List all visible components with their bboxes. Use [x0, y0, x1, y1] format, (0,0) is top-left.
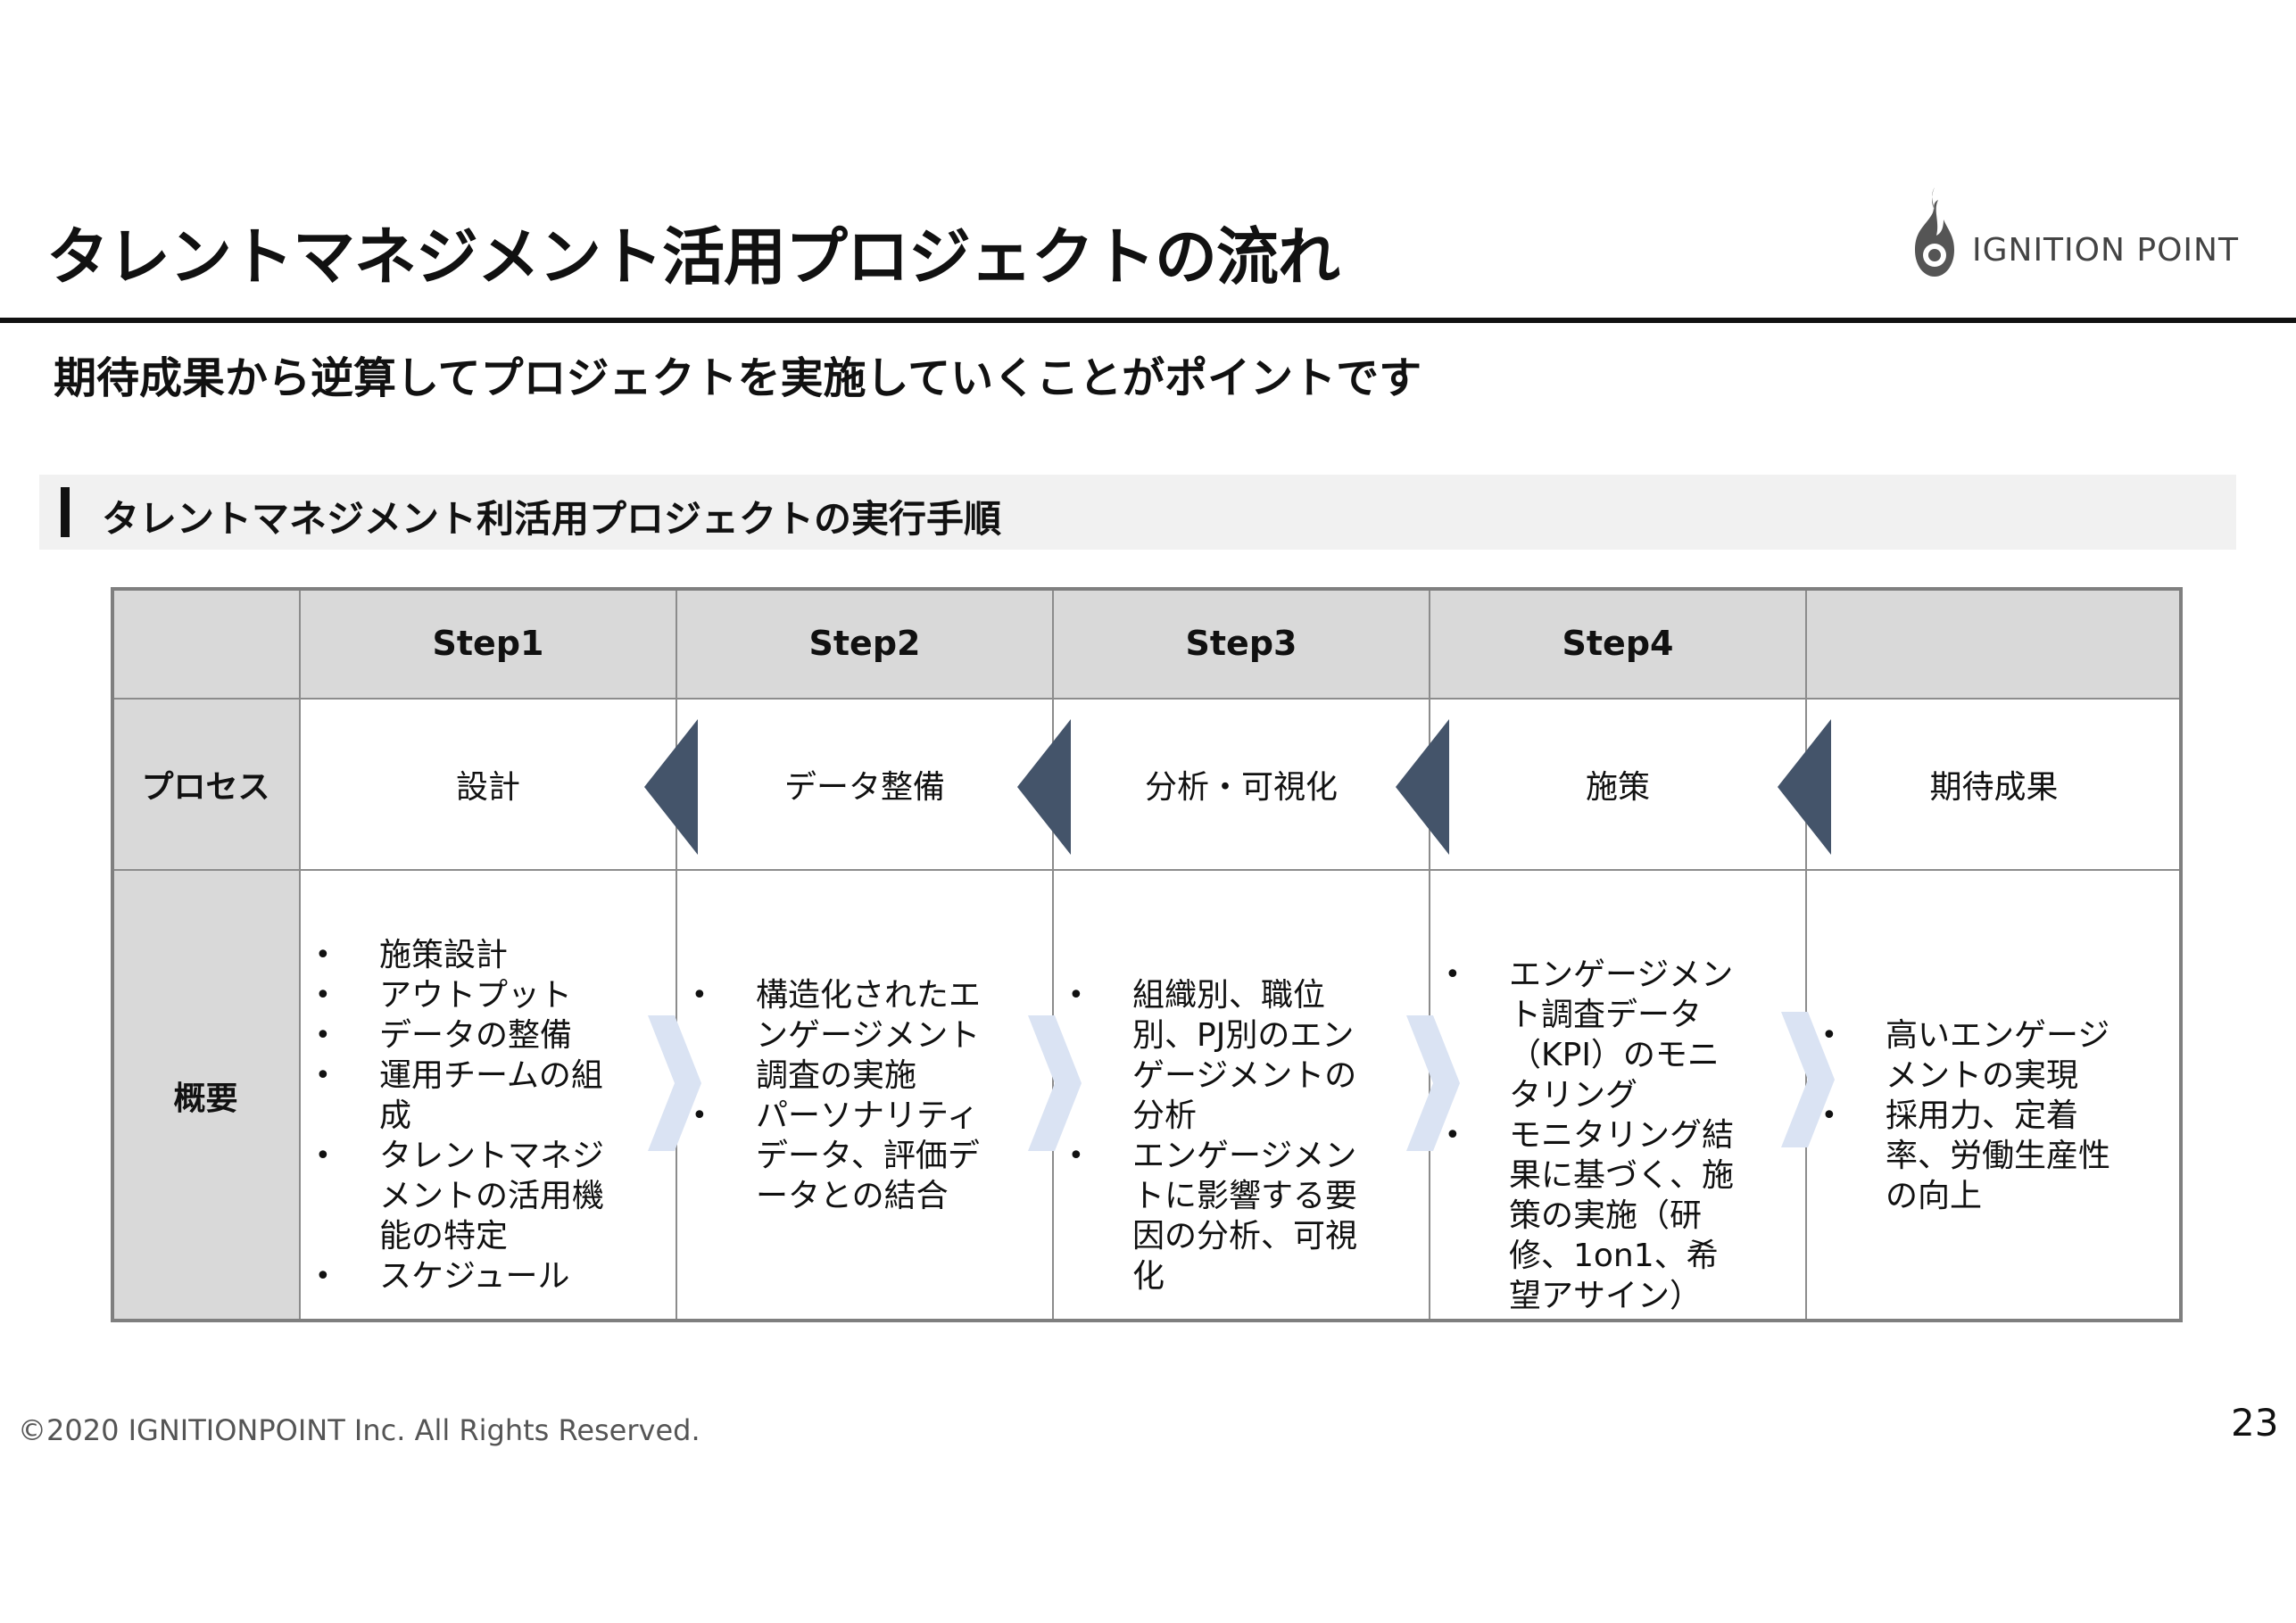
overview-outcome: 高いエンゲージメントの実現 採用力、定着率、労働生産性の向上	[1805, 869, 2183, 1322]
flow-chevron-right-icon	[1028, 1015, 1082, 1151]
row-label-process: プロセス	[111, 698, 301, 871]
list-item: モニタリング結果に基づく、施策の実施（研修、1on1、希望アサイン）	[1445, 1115, 1739, 1316]
overview-step3: 組織別、職位別、PJ別のエンゲージメントの分析 エンゲージメントに影響する要因の…	[1052, 869, 1430, 1322]
logo-text: IGNITION POINT	[1972, 232, 2239, 269]
list-item: タレントマネジメントの活用機能の特定	[315, 1136, 609, 1256]
header-corner-cell	[111, 587, 301, 700]
overview-list-step3: 組織別、職位別、PJ別のエンゲージメントの分析 エンゲージメントに影響する要因の…	[1068, 975, 1363, 1296]
process-data-prep: データ整備	[676, 698, 1054, 871]
list-item: アウトプット	[315, 975, 609, 1015]
header-step3: Step3	[1052, 587, 1430, 700]
list-item: 組織別、職位別、PJ別のエンゲージメントの分析	[1068, 975, 1363, 1136]
overview-step1: 施策設計 アウトプット データの整備 運用チームの組成 タレントマネジメントの活…	[299, 869, 677, 1322]
overview-list-step2: 構造化されたエンゲージメント調査の実施 パーソナリティデータ、評価データとの結合	[692, 975, 986, 1216]
process-analysis: 分析・可視化	[1052, 698, 1430, 871]
flame-logo-icon	[1915, 187, 1954, 277]
subtitle: 期待成果から逆算してプロジェクトを実施していくことがポイントです	[54, 353, 1422, 403]
process-measures: 施策	[1429, 698, 1807, 871]
list-item: 運用チームの組成	[315, 1056, 609, 1136]
overview-step2: 構造化されたエンゲージメント調査の実施 パーソナリティデータ、評価データとの結合	[676, 869, 1054, 1322]
list-item: 施策設計	[315, 935, 609, 975]
section-header: タレントマネジメント利活用プロジェクトの実行手順	[39, 475, 2236, 550]
row-label-overview: 概要	[111, 869, 301, 1322]
flow-chevron-right-icon	[1406, 1015, 1460, 1151]
title-rule	[0, 318, 2296, 323]
overview-step4: エンゲージメント調査データ（KPI）のモニタリング モニタリング結果に基づく、施…	[1429, 869, 1807, 1322]
copyright-footer: ©2020 IGNITIONPOINT Inc. All Rights Rese…	[18, 1413, 700, 1447]
overview-list-outcome: 高いエンゲージメントの実現 採用力、定着率、労働生産性の向上	[1821, 1015, 2116, 1216]
section-title: タレントマネジメント利活用プロジェクトの実行手順	[102, 497, 1002, 541]
section-accent-bar	[61, 487, 70, 537]
header-step4: Step4	[1429, 587, 1807, 700]
overview-list-step4: エンゲージメント調査データ（KPI）のモニタリング モニタリング結果に基づく、施…	[1445, 955, 1739, 1316]
page-number: 23	[2231, 1401, 2279, 1445]
slide-title: タレントマネジメント活用プロジェクトの流れ	[46, 220, 1340, 294]
overview-list-step1: 施策設計 アウトプット データの整備 運用チームの組成 タレントマネジメントの活…	[315, 935, 609, 1296]
process-expected-outcome: 期待成果	[1805, 698, 2183, 871]
process-arrow-left-icon	[1778, 719, 1831, 855]
list-item: スケジュール	[315, 1256, 609, 1296]
list-item: エンゲージメントに影響する要因の分析、可視化	[1068, 1136, 1363, 1296]
process-table: Step1 Step2 Step3 Step4 プロセス 設計 データ整備 分析…	[111, 587, 2183, 1322]
flow-chevron-right-icon	[1781, 1012, 1835, 1147]
flow-chevron-right-icon	[648, 1015, 701, 1151]
list-item: 構造化されたエンゲージメント調査の実施	[692, 975, 986, 1096]
header-step2: Step2	[676, 587, 1054, 700]
header-step1: Step1	[299, 587, 677, 700]
header-outcome	[1805, 587, 2183, 700]
process-arrow-left-icon	[1017, 719, 1071, 855]
list-item: エンゲージメント調査データ（KPI）のモニタリング	[1445, 955, 1739, 1115]
process-arrow-left-icon	[644, 719, 698, 855]
list-item: パーソナリティデータ、評価データとの結合	[692, 1096, 986, 1216]
process-design: 設計	[299, 698, 677, 871]
list-item: 採用力、定着率、労働生産性の向上	[1821, 1096, 2116, 1216]
list-item: 高いエンゲージメントの実現	[1821, 1015, 2116, 1096]
list-item: データの整備	[315, 1015, 609, 1056]
process-arrow-left-icon	[1396, 719, 1449, 855]
company-logo: IGNITION POINT	[1908, 184, 2247, 282]
